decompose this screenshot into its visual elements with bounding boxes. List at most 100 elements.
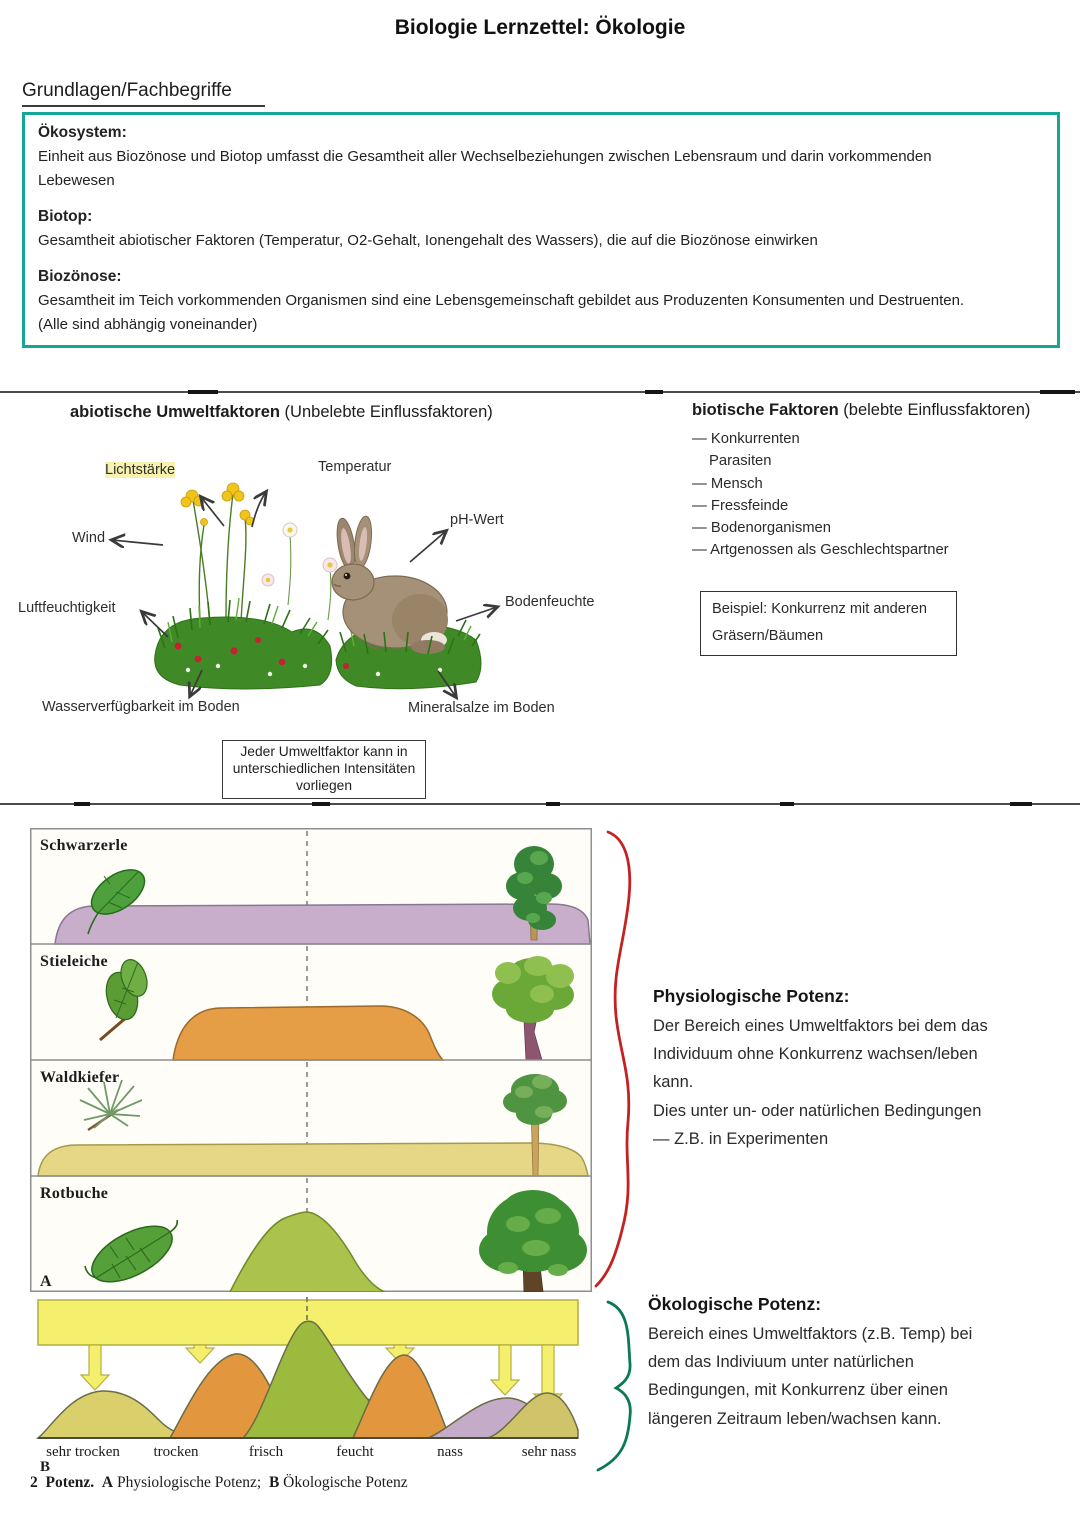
- panel-label-stieleiche: Stieleiche: [40, 953, 108, 970]
- oeko-line3: Bedingungen, mit Konkurrenz über einen: [648, 1381, 948, 1400]
- separator-mark: [546, 802, 560, 806]
- physiologische-block: Physiologische Potenz: Der Bereich eines…: [653, 986, 1071, 1153]
- figure-label-b: B: [40, 1459, 50, 1472]
- label-wind: Wind: [72, 530, 106, 546]
- leaf-schwarzerle: [87, 869, 146, 935]
- figure-caption: 2 Potenz. A Physiologische Potenz; B Öko…: [30, 1474, 408, 1492]
- arrow-ph-wert: [409, 531, 446, 563]
- biotic-heading-rest: (belebte Einflussfaktoren): [838, 401, 1031, 419]
- example-line2: Gräsern/Bäumen: [712, 628, 824, 644]
- def-biotop-line1: Gesamtheit abiotischer Faktoren (Tempera…: [38, 232, 818, 249]
- daisy-flowers: [261, 522, 338, 621]
- tree-rotbuche: [479, 1190, 587, 1292]
- brace-oekologische: [596, 1300, 632, 1472]
- tree-schwarzerle: [506, 846, 562, 941]
- grass-front: [363, 631, 455, 655]
- curve-stieleiche: [172, 1005, 445, 1061]
- rabbit: [331, 515, 448, 654]
- meadow-rabbit-illustration: [154, 482, 482, 690]
- term-biozoenose: Biozönose:: [38, 268, 122, 285]
- leaf-stieleiche: [99, 959, 148, 1042]
- potency-mounds: [35, 1320, 579, 1439]
- page-title: Biologie Lernzettel: Ökologie: [394, 16, 686, 39]
- caption-title: Potenz.: [45, 1474, 95, 1491]
- phys-line2: Individuum ohne Konkurrenz wachsen/leben: [653, 1045, 978, 1064]
- arrow-lichtstaerke: [201, 497, 225, 527]
- gradient-arrows: [79, 1344, 564, 1410]
- label-lichtstaerke: Lichtstärke: [105, 462, 176, 478]
- phys-line3: kann.: [653, 1073, 694, 1092]
- example-line1: Beispiel: Konkurrenz mit anderen: [712, 601, 927, 617]
- note-line1: Jeder Umweltfaktor kann in: [240, 744, 408, 759]
- def-biozoenose-line2: (Alle sind abhängig voneinander): [38, 316, 258, 333]
- biotic-item-bodenorganismen: — Bodenorganismen: [692, 520, 832, 537]
- separator-mark: [780, 802, 794, 806]
- panel-label-rotbuche: Rotbuche: [40, 1185, 108, 1202]
- example-box: Beispiel: Konkurrenz mit anderen Gräsern…: [700, 591, 957, 656]
- arrow-wind: [112, 540, 164, 545]
- label-ph-wert: pH-Wert: [450, 512, 504, 528]
- biotic-item-mensch: — Mensch: [692, 475, 763, 492]
- oeko-line1: Bereich eines Umweltfaktors (z.B. Temp) …: [648, 1325, 973, 1343]
- curve-waldkiefer: [37, 1142, 589, 1177]
- x-label-sehr-trocken: sehr trocken: [46, 1444, 120, 1460]
- separator-top: [0, 391, 1080, 393]
- label-luftfeuchtigkeit: Luftfeuchtigkeit: [18, 600, 116, 616]
- mound-orange-right: [351, 1354, 452, 1439]
- white-flowers: [185, 663, 443, 677]
- x-label-sehr-nass: sehr nass: [522, 1444, 577, 1460]
- arrow-bodenfeuchte: [455, 607, 497, 622]
- oeko-line4: längeren Zeitraum leben/wachsen kann.: [648, 1409, 942, 1428]
- arrow-luftfeuchtigkeit: [142, 612, 169, 638]
- brace-physiologische: [594, 830, 632, 1288]
- figure-label-a: A: [40, 1273, 52, 1290]
- def-oekosystem-line1: Einheit aus Biozönose und Biotop umfasst…: [38, 148, 932, 165]
- separator-mark: [1040, 390, 1075, 394]
- separator-mark: [312, 802, 330, 806]
- biotic-item-artgenossen: — Artgenossen als Geschlechtspartner: [692, 542, 949, 559]
- arrow-temperatur: [251, 492, 266, 528]
- label-bodenfeuchte: Bodenfeuchte: [505, 594, 595, 610]
- x-label-nass: nass: [437, 1444, 463, 1460]
- term-oekosystem: Ökosystem:: [38, 124, 127, 141]
- label-wasserverfuegbarkeit: Wasserverfügbarkeit im Boden: [42, 699, 240, 715]
- x-label-trocken: trocken: [154, 1444, 199, 1460]
- phys-line5: — Z.B. in Experimenten: [653, 1129, 829, 1148]
- caption-b: B: [268, 1474, 280, 1491]
- def-biozoenose-line1: Gesamtheit im Teich vorkommenden Organis…: [38, 292, 965, 309]
- note-line3: vorliegen: [296, 777, 352, 793]
- grass-left: [154, 597, 333, 690]
- biotic-item-parasiten: Parasiten: [709, 453, 772, 470]
- label-mineralsalze: Mineralsalze im Boden: [408, 700, 555, 716]
- biotic-list: — Konkurrenten Parasiten — Mensch — Fres…: [692, 428, 949, 562]
- biotic-item-fressfeinde: — Fressfeinde: [692, 497, 789, 514]
- biotic-heading-bold: biotische Faktoren: [692, 401, 839, 419]
- arrow-mineralsalze: [437, 670, 456, 697]
- caption-b-text: Ökologische Potenz: [283, 1474, 408, 1491]
- label-temperatur: Temperatur: [318, 459, 392, 475]
- leaf-waldkiefer: [79, 1079, 143, 1132]
- oeko-line2: dem das Indiviuum unter natürlichen: [648, 1353, 914, 1372]
- heading-underline: [22, 105, 265, 107]
- separator-mark: [74, 802, 90, 806]
- tree-waldkiefer: [503, 1074, 567, 1177]
- abiotic-heading-rest: (Unbelebte Einflussfaktoren): [279, 403, 493, 421]
- arrow-wasserverfuegbarkeit: [190, 669, 203, 696]
- curve-rotbuche: [229, 1211, 386, 1292]
- note-line2: unterschiedlichen Intensitäten: [232, 760, 416, 776]
- phys-line1: Der Bereich eines Umweltfaktors bei dem …: [653, 1017, 988, 1035]
- caption-number: 2: [30, 1474, 38, 1491]
- section-heading: Grundlagen/Fachbegriffe: [22, 80, 232, 101]
- separator-mark: [645, 390, 663, 394]
- abiotic-heading-bold: abiotische Umweltfaktoren: [70, 403, 280, 421]
- b-axis-labels: sehr trocken trocken frisch feucht nass …: [46, 1444, 576, 1460]
- abiotic-arrows: [0, 400, 680, 805]
- caption-a-text: Physiologische Potenz;: [116, 1474, 262, 1491]
- oekologische-heading: Ökologische Potenz:: [648, 1294, 822, 1314]
- separator-mark: [1010, 802, 1032, 806]
- tree-stieleiche: [492, 956, 574, 1061]
- red-flowers: [174, 637, 349, 669]
- potenz-figure-b: sehr trocken trocken frisch feucht nass …: [35, 1297, 579, 1472]
- caption-a: A: [101, 1474, 114, 1491]
- physiologische-heading: Physiologische Potenz:: [653, 986, 850, 1006]
